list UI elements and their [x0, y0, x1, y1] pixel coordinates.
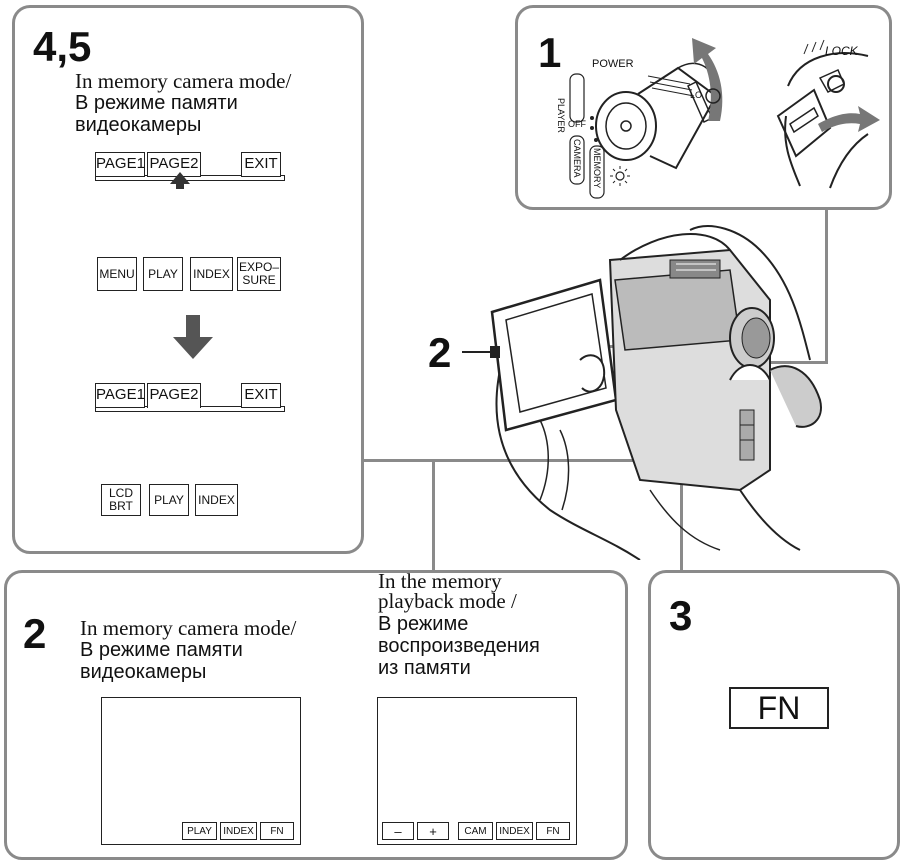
caption-en: In memory camera mode/: [75, 69, 292, 93]
caption-ru-right: из памяти: [378, 657, 471, 679]
fn-button[interactable]: FN: [729, 687, 829, 729]
exposure-button[interactable]: EXPO– SURE: [237, 257, 281, 291]
tab-page1[interactable]: PAGE1: [95, 152, 145, 177]
caption-en-left: In memory camera mode/: [80, 616, 297, 640]
connector-line: [760, 361, 828, 364]
index-button[interactable]: INDEX: [220, 822, 257, 840]
tab-page1[interactable]: PAGE1: [95, 383, 145, 408]
plus-button[interactable]: +: [417, 822, 449, 840]
minus-button[interactable]: –: [382, 822, 414, 840]
lcd-screen-memory-camera: PLAY INDEX FN: [101, 697, 301, 845]
caption-ru-right: В режиме: [378, 613, 469, 635]
step-number: 4,5: [33, 23, 92, 70]
step-number: 1: [538, 29, 562, 76]
fn-button[interactable]: FN: [536, 822, 570, 840]
caption-ru-left: В режиме памяти: [80, 639, 243, 661]
pointer-up-icon: [170, 172, 190, 189]
lcd-brightness-button[interactable]: LCD BRT: [101, 484, 141, 516]
exposure-label-2: SURE: [242, 273, 276, 287]
caption-ru: видеокамеры: [75, 114, 202, 136]
panel-step-2: 2 In memory camera mode/ В режиме памяти…: [4, 570, 628, 860]
caption-en-right: In the memory: [378, 569, 502, 593]
lcd-screen-page2-bright: PAGE1 PAGE2 EXIT LCD BRT PLAY INDEX: [95, 381, 289, 519]
panel-step-4-5: 4,5 In memory camera mode/ В режиме памя…: [12, 5, 364, 554]
step-number-callout: 2: [428, 329, 452, 376]
tab-page2[interactable]: PAGE2: [147, 152, 201, 177]
lcd-label: LCD: [108, 486, 133, 500]
index-button[interactable]: INDEX: [496, 822, 533, 840]
player-label: PLAYER: [556, 98, 566, 133]
fn-button[interactable]: FN: [260, 822, 294, 840]
menu-button[interactable]: MENU: [97, 257, 137, 291]
brt-label: BRT: [109, 499, 133, 513]
exposure-label-1: EXPO–: [238, 260, 280, 274]
tab-page2[interactable]: PAGE2: [147, 383, 201, 408]
play-button[interactable]: PLAY: [149, 484, 189, 516]
memory-label: MEMORY: [592, 148, 602, 189]
camera-label: CAMERA: [572, 139, 582, 178]
step-number: 2: [23, 610, 47, 657]
lock-label-small: LO: [690, 90, 703, 100]
exit-button[interactable]: EXIT: [241, 152, 281, 177]
panel-step-1: 1 POWER: [515, 5, 892, 210]
play-button[interactable]: PLAY: [182, 822, 217, 840]
power-label: POWER: [592, 58, 634, 70]
caption-ru-right: воспроизведения: [378, 635, 540, 657]
caption-en-right: playback mode /: [378, 589, 517, 613]
caption-ru: В режиме памяти: [75, 92, 238, 114]
panel-step-3: 3 FN: [648, 570, 900, 860]
off-label: OFF: [568, 119, 586, 129]
cam-button[interactable]: CAM: [458, 822, 493, 840]
index-button[interactable]: INDEX: [195, 484, 238, 516]
lock-label: LOCK: [825, 44, 858, 58]
camcorder-illustration: [462, 225, 822, 560]
down-arrow-icon: [173, 315, 213, 359]
exit-button[interactable]: EXIT: [241, 383, 281, 408]
connector-line: [432, 460, 435, 570]
caption-ru-left: видеокамеры: [80, 661, 207, 683]
connector-line: [825, 208, 828, 363]
step-number: 3: [669, 592, 693, 639]
play-button[interactable]: PLAY: [143, 257, 183, 291]
index-button[interactable]: INDEX: [190, 257, 233, 291]
lcd-screen-memory-playback: – + CAM INDEX FN: [377, 697, 577, 845]
lcd-screen-page2: PAGE1 PAGE2 EXIT MENU PLAY INDEX EXPO– S…: [95, 148, 289, 300]
power-switch-illustration: [569, 38, 880, 199]
connector-line: [363, 459, 683, 462]
